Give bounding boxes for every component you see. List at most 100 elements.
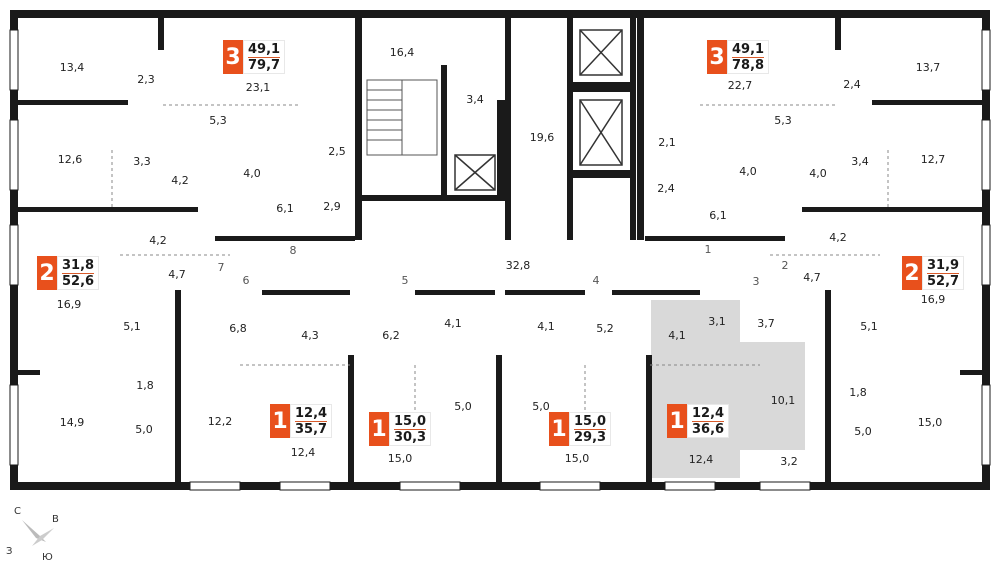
room-area-label: 1,8: [849, 386, 867, 399]
room-area-label: 32,8: [506, 259, 531, 272]
compass-west: З: [6, 546, 13, 557]
elevators: [454, 29, 623, 191]
room-area-label: 4,1: [444, 317, 462, 330]
room-area-label: 22,7: [728, 79, 753, 92]
room-area-label: 5,0: [532, 400, 550, 413]
room-area-label: 2,3: [137, 73, 155, 86]
room-area-label: 12,7: [921, 153, 946, 166]
compass-north: С: [14, 506, 21, 517]
room-area-label: 10,1: [771, 394, 796, 407]
windows: [9, 29, 991, 491]
door-number-label: 2: [782, 259, 789, 272]
room-area-label: 6,1: [709, 209, 727, 222]
room-area-label: 4,2: [171, 174, 189, 187]
living-area: 49,1: [732, 41, 765, 57]
total-area: 79,7: [248, 56, 281, 73]
room-area-label: 2,1: [658, 136, 676, 149]
living-area: 49,1: [248, 41, 281, 57]
room-area-label: 2,5: [328, 145, 346, 158]
compass-east: В: [52, 514, 59, 525]
room-count: 1: [369, 412, 389, 446]
room-area-label: 4,3: [301, 329, 319, 342]
room-count: 1: [270, 404, 290, 438]
total-area: 35,7: [295, 420, 328, 437]
room-count: 1: [667, 404, 687, 438]
living-area: 31,8: [62, 257, 95, 273]
room-area-label: 6,1: [276, 202, 294, 215]
room-count: 3: [707, 40, 727, 74]
door-number-label: 7: [218, 261, 225, 274]
room-area-label: 5,3: [209, 114, 227, 127]
room-area-label: 5,1: [123, 320, 141, 333]
door-number-label: 8: [290, 244, 297, 257]
total-area: 30,3: [394, 428, 427, 445]
door-number-label: 6: [243, 274, 250, 287]
room-area-label: 4,1: [668, 329, 686, 342]
room-area-label: 2,9: [323, 200, 341, 213]
room-area-label: 4,0: [809, 167, 827, 180]
room-area-label: 16,4: [390, 46, 415, 59]
room-area-label: 6,2: [382, 329, 400, 342]
room-area-label: 4,7: [803, 271, 821, 284]
room-area-label: 15,0: [388, 452, 413, 465]
room-area-label: 13,4: [60, 61, 85, 74]
total-area: 52,6: [62, 272, 95, 289]
room-area-label: 12,4: [689, 453, 714, 466]
room-area-label: 4,1: [537, 320, 555, 333]
living-area: 15,0: [394, 413, 427, 429]
room-count: 1: [549, 412, 569, 446]
room-area-label: 3,4: [851, 155, 869, 168]
room-area-label: 5,2: [596, 322, 614, 335]
room-area-label: 3,4: [466, 93, 484, 106]
room-count: 2: [37, 256, 57, 290]
room-area-label: 4,7: [168, 268, 186, 281]
total-area: 29,3: [574, 428, 607, 445]
room-area-label: 2,4: [843, 78, 861, 91]
compass-south: Ю: [42, 552, 53, 563]
room-area-label: 12,2: [208, 415, 233, 428]
room-area-label: 4,2: [829, 231, 847, 244]
room-area-label: 3,7: [757, 317, 775, 330]
room-area-label: 19,6: [530, 131, 555, 144]
living-area: 12,4: [295, 405, 328, 421]
room-area-label: 16,9: [921, 293, 946, 306]
door-number-label: 4: [593, 274, 600, 287]
total-area: 52,7: [927, 272, 960, 289]
room-area-label: 5,0: [135, 423, 153, 436]
highlighted-apartment[interactable]: [651, 300, 805, 478]
stairs: [366, 79, 438, 156]
room-area-label: 5,0: [454, 400, 472, 413]
room-area-label: 2,4: [657, 182, 675, 195]
room-area-label: 4,2: [149, 234, 167, 247]
room-area-label: 3,3: [133, 155, 151, 168]
living-area: 12,4: [692, 405, 725, 421]
room-area-label: 3,2: [780, 455, 798, 468]
room-area-label: 4,0: [243, 167, 261, 180]
door-number-label: 3: [753, 275, 760, 288]
room-area-label: 16,9: [57, 298, 82, 311]
room-area-label: 13,7: [916, 61, 941, 74]
room-area-label: 3,1: [708, 315, 726, 328]
room-area-label: 5,0: [854, 425, 872, 438]
room-area-label: 5,3: [774, 114, 792, 127]
room-area-label: 12,4: [291, 446, 316, 459]
living-area: 31,9: [927, 257, 960, 273]
room-area-label: 1,8: [136, 379, 154, 392]
